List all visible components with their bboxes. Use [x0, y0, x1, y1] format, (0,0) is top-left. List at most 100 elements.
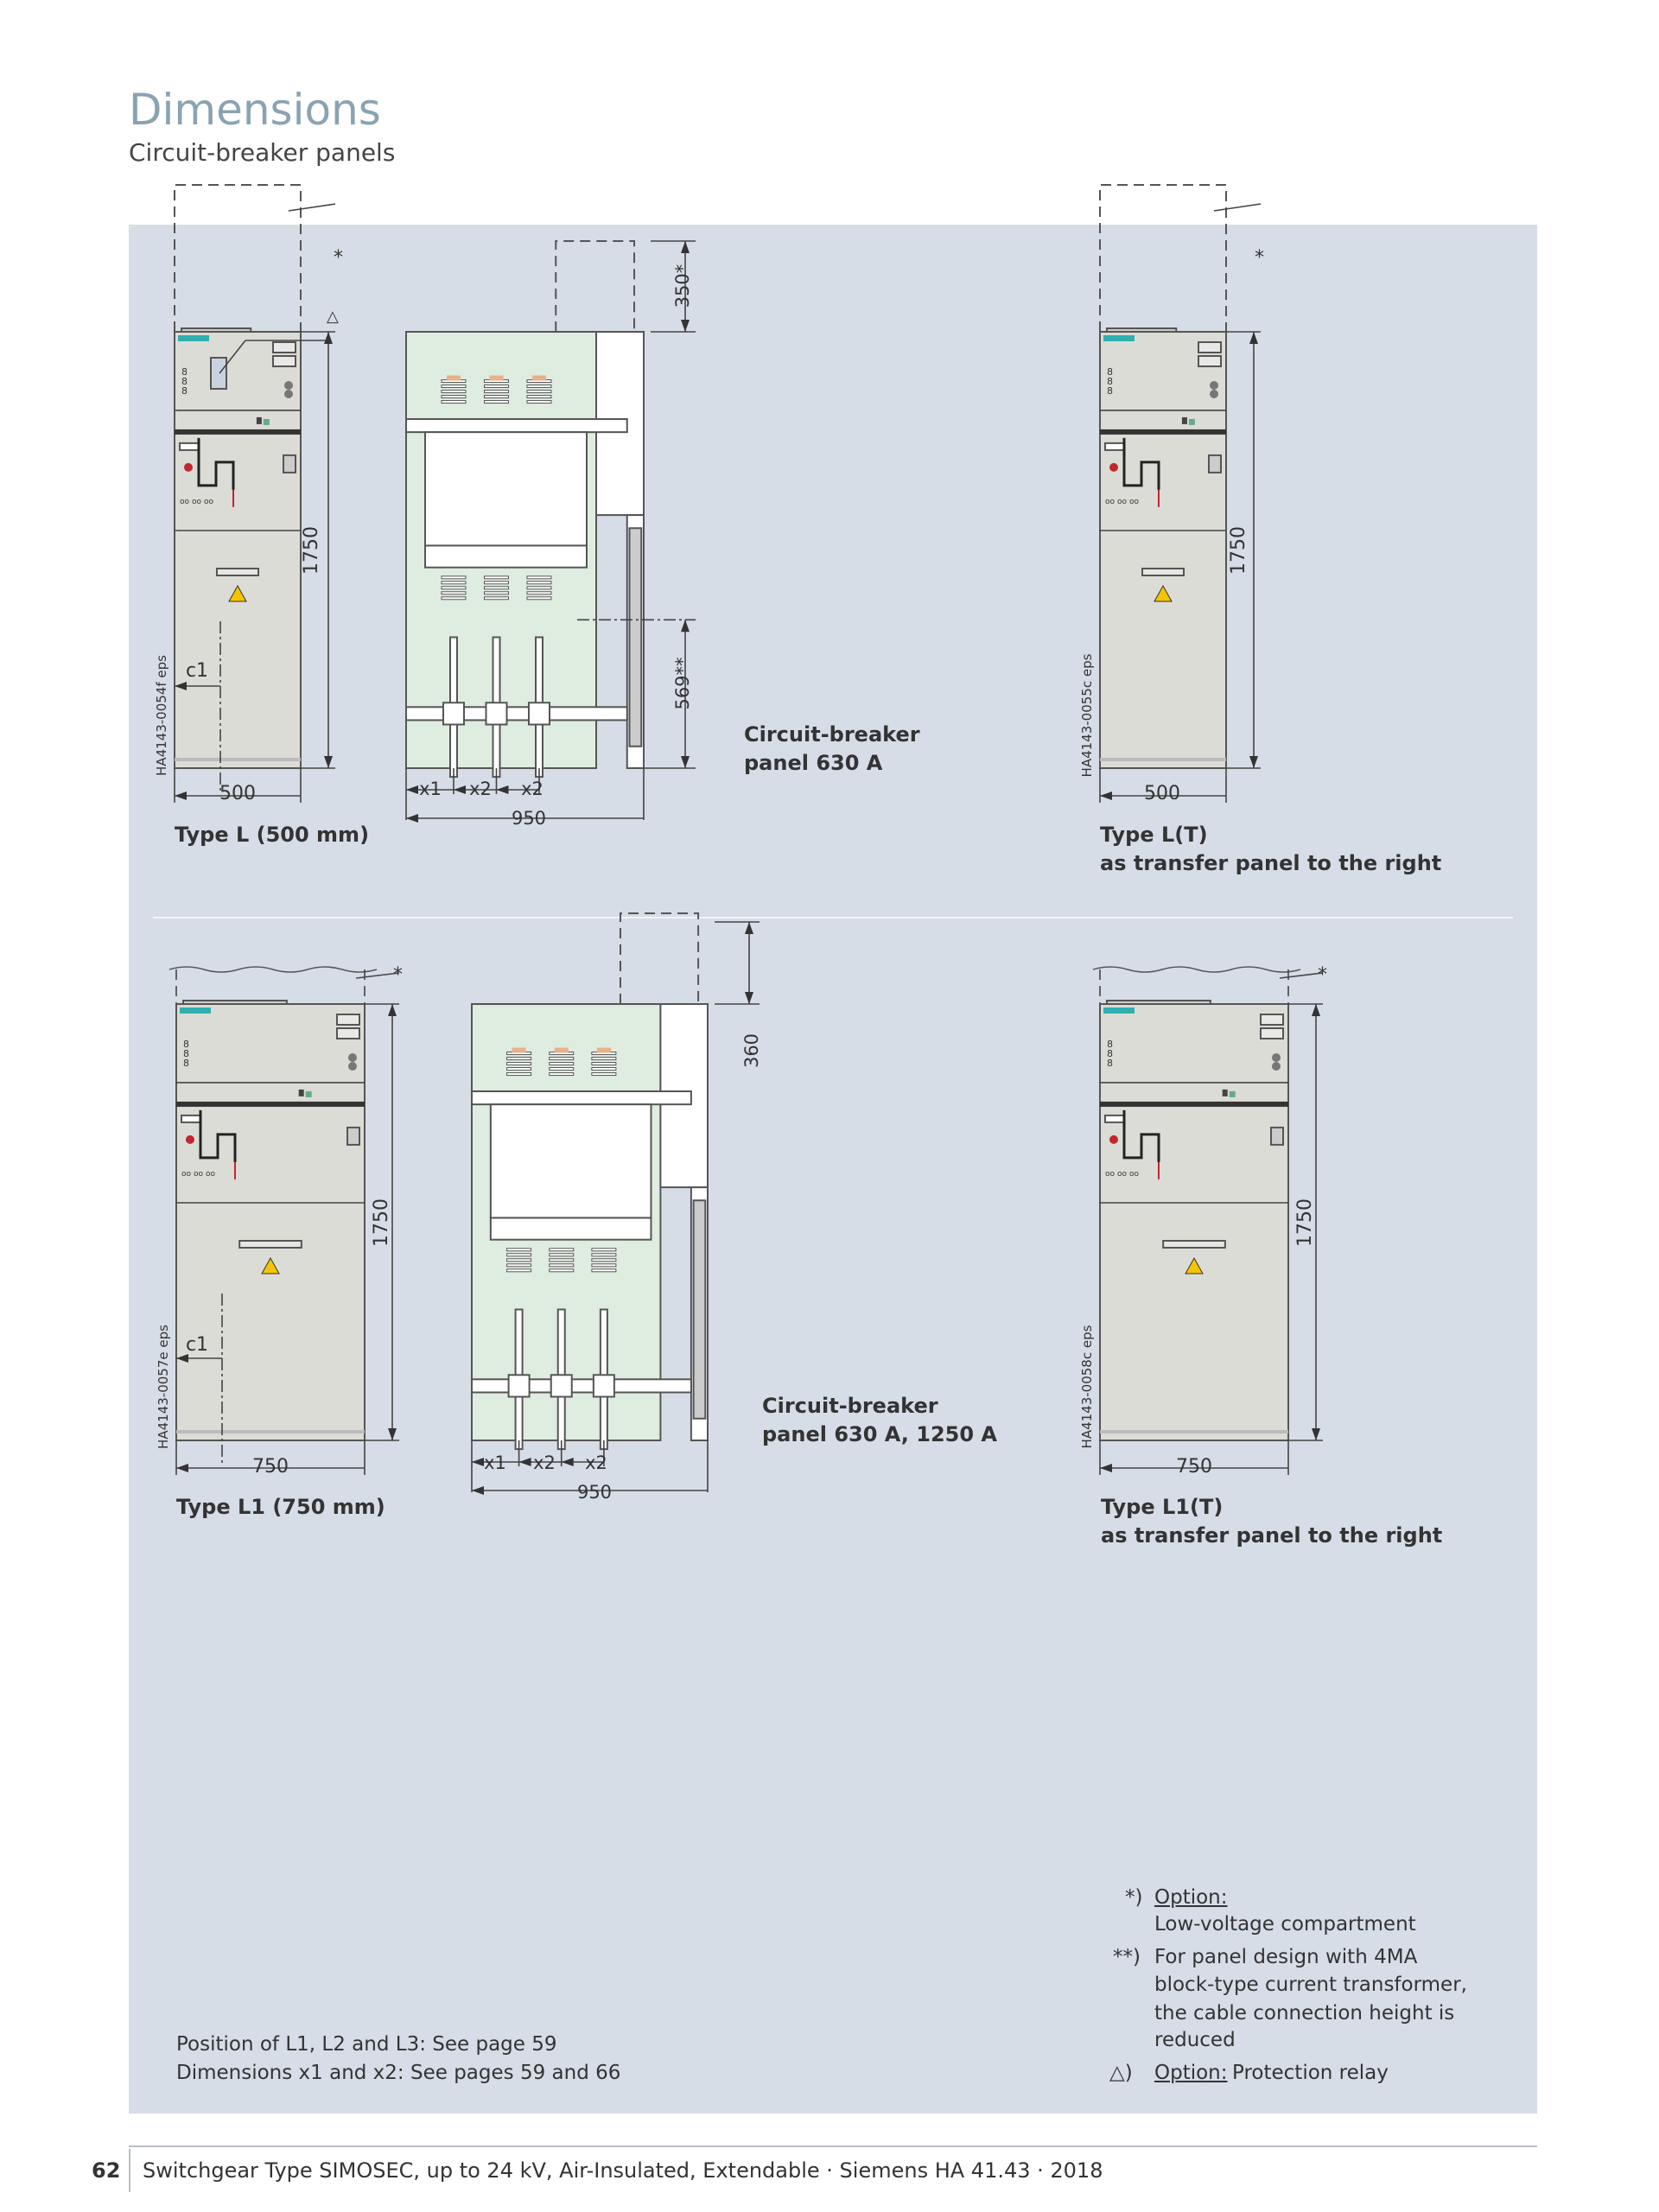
indicator-glyph: 8 — [183, 1039, 189, 1050]
arrow-head — [176, 1464, 188, 1472]
dim-width-type-l: 500 — [219, 783, 256, 804]
insulator-rib — [549, 1057, 575, 1061]
mimic-diagram — [197, 437, 235, 490]
arrow-head — [681, 756, 690, 768]
file-id: HA4143-0054f eps — [154, 655, 169, 776]
insulator-rib — [484, 586, 509, 590]
indicator — [1210, 390, 1218, 398]
dim-x2: x2 — [469, 779, 492, 799]
star-marker: * — [1255, 247, 1264, 269]
led — [1188, 418, 1195, 425]
indicator-red-icon — [186, 1135, 194, 1144]
lv-compartment-outline — [174, 184, 302, 332]
terminal-cap — [554, 1047, 569, 1053]
indicator — [1272, 1053, 1281, 1062]
arrow-head — [696, 1486, 720, 1495]
label-plate — [179, 442, 200, 451]
indicator-glyph: 8 — [1107, 366, 1113, 378]
indicator-glyph: 8 — [1107, 1039, 1113, 1050]
insulator-rib — [591, 1072, 617, 1077]
arrow-head — [681, 320, 690, 332]
arrow-head — [1100, 1464, 1112, 1472]
panel-front — [1099, 1003, 1289, 1441]
note-dimensions: Dimensions x1 and x2: See pages 59 and 6… — [176, 2062, 621, 2084]
cable-bracket — [405, 706, 628, 721]
arrow-head — [496, 785, 509, 794]
terminal-cap — [447, 375, 461, 381]
arrow-head — [406, 785, 418, 794]
caption-cb-1250-line2: panel 630 A, 1250 A — [762, 1422, 997, 1446]
insulator-rib — [591, 1258, 617, 1262]
dim-height-type-l: 1750 — [301, 526, 322, 575]
dim-width-type-lt: 500 — [1144, 783, 1180, 804]
circuit-breaker-body — [489, 1103, 652, 1219]
footnote-label: Option: — [1154, 2062, 1228, 2084]
insulator-rib — [484, 575, 509, 580]
break-line — [168, 966, 378, 973]
arrow-head — [745, 922, 753, 934]
indicator — [1272, 1062, 1281, 1071]
caption-cb-630-line1: Circuit-breaker — [744, 722, 920, 747]
arrow-head — [175, 682, 187, 690]
caption-cb-630-line2: panel 630 A — [744, 751, 883, 775]
footnote-label: Option: — [1154, 1886, 1228, 1909]
arrow-head — [388, 1004, 397, 1016]
insulator-rib — [549, 1072, 575, 1077]
cable-clamp — [550, 1374, 573, 1398]
dim-height-type-l1t: 1750 — [1294, 1198, 1316, 1247]
indicator-red-icon — [184, 462, 193, 472]
switch-handle — [1208, 454, 1222, 474]
dim-cable-height: 569** — [672, 657, 693, 709]
arrow-head — [745, 992, 753, 1004]
led — [1222, 1089, 1228, 1096]
insulator-rib — [484, 400, 509, 404]
insulator-rib — [549, 1263, 575, 1268]
dim-x2: x2 — [533, 1452, 556, 1473]
dim-depth: 950 — [512, 808, 546, 829]
cable-clamp — [442, 702, 465, 726]
siemens-logo — [1103, 335, 1135, 341]
cable-clamp — [485, 702, 508, 726]
panel-front — [1099, 331, 1227, 769]
led — [1181, 416, 1187, 424]
insulator-rib — [591, 1062, 617, 1066]
led — [305, 1090, 312, 1097]
led — [263, 418, 270, 425]
dim-c1-type-l: c1 — [186, 660, 208, 682]
panel-band — [175, 429, 301, 435]
insulator-rib — [549, 1268, 575, 1273]
mimic-diagram — [1122, 1109, 1160, 1162]
arrow-head — [591, 1458, 616, 1466]
indicator-glyph: oo — [180, 498, 190, 506]
insulator-rib — [591, 1253, 617, 1257]
arrow-head — [324, 332, 333, 344]
arrow-head — [388, 1428, 397, 1440]
display — [336, 1027, 360, 1039]
note-position: Position of L1, L2 and L3: See page 59 — [176, 2033, 557, 2056]
insulator-rib — [591, 1057, 617, 1061]
terminal-cap — [489, 375, 504, 381]
cable-clamp — [592, 1374, 615, 1398]
display — [1198, 341, 1222, 353]
arrow-head — [681, 241, 690, 253]
terminal-cap — [596, 1047, 611, 1053]
lv-compartment-outline — [1099, 184, 1227, 332]
insulator-rib — [549, 1062, 575, 1066]
insulator-rib — [549, 1253, 575, 1257]
dim-width-type-l1t: 750 — [1176, 1456, 1212, 1478]
terminal-cap — [532, 375, 546, 381]
protection-relay-icon — [210, 357, 227, 390]
indicator-glyph: oo — [204, 498, 214, 506]
insulator-rib — [506, 1072, 532, 1077]
insulator-rib — [484, 591, 509, 595]
insulator-rib — [526, 591, 552, 595]
insulator-rib — [506, 1263, 532, 1268]
star-marker: * — [334, 247, 343, 269]
indicator-glyph: oo — [1117, 1170, 1128, 1179]
mimic-diagram — [199, 1109, 237, 1162]
side-door — [628, 527, 643, 747]
indicator-red-icon — [1109, 1135, 1118, 1144]
cable-clamp — [528, 702, 550, 726]
arrow-head — [208, 682, 232, 690]
